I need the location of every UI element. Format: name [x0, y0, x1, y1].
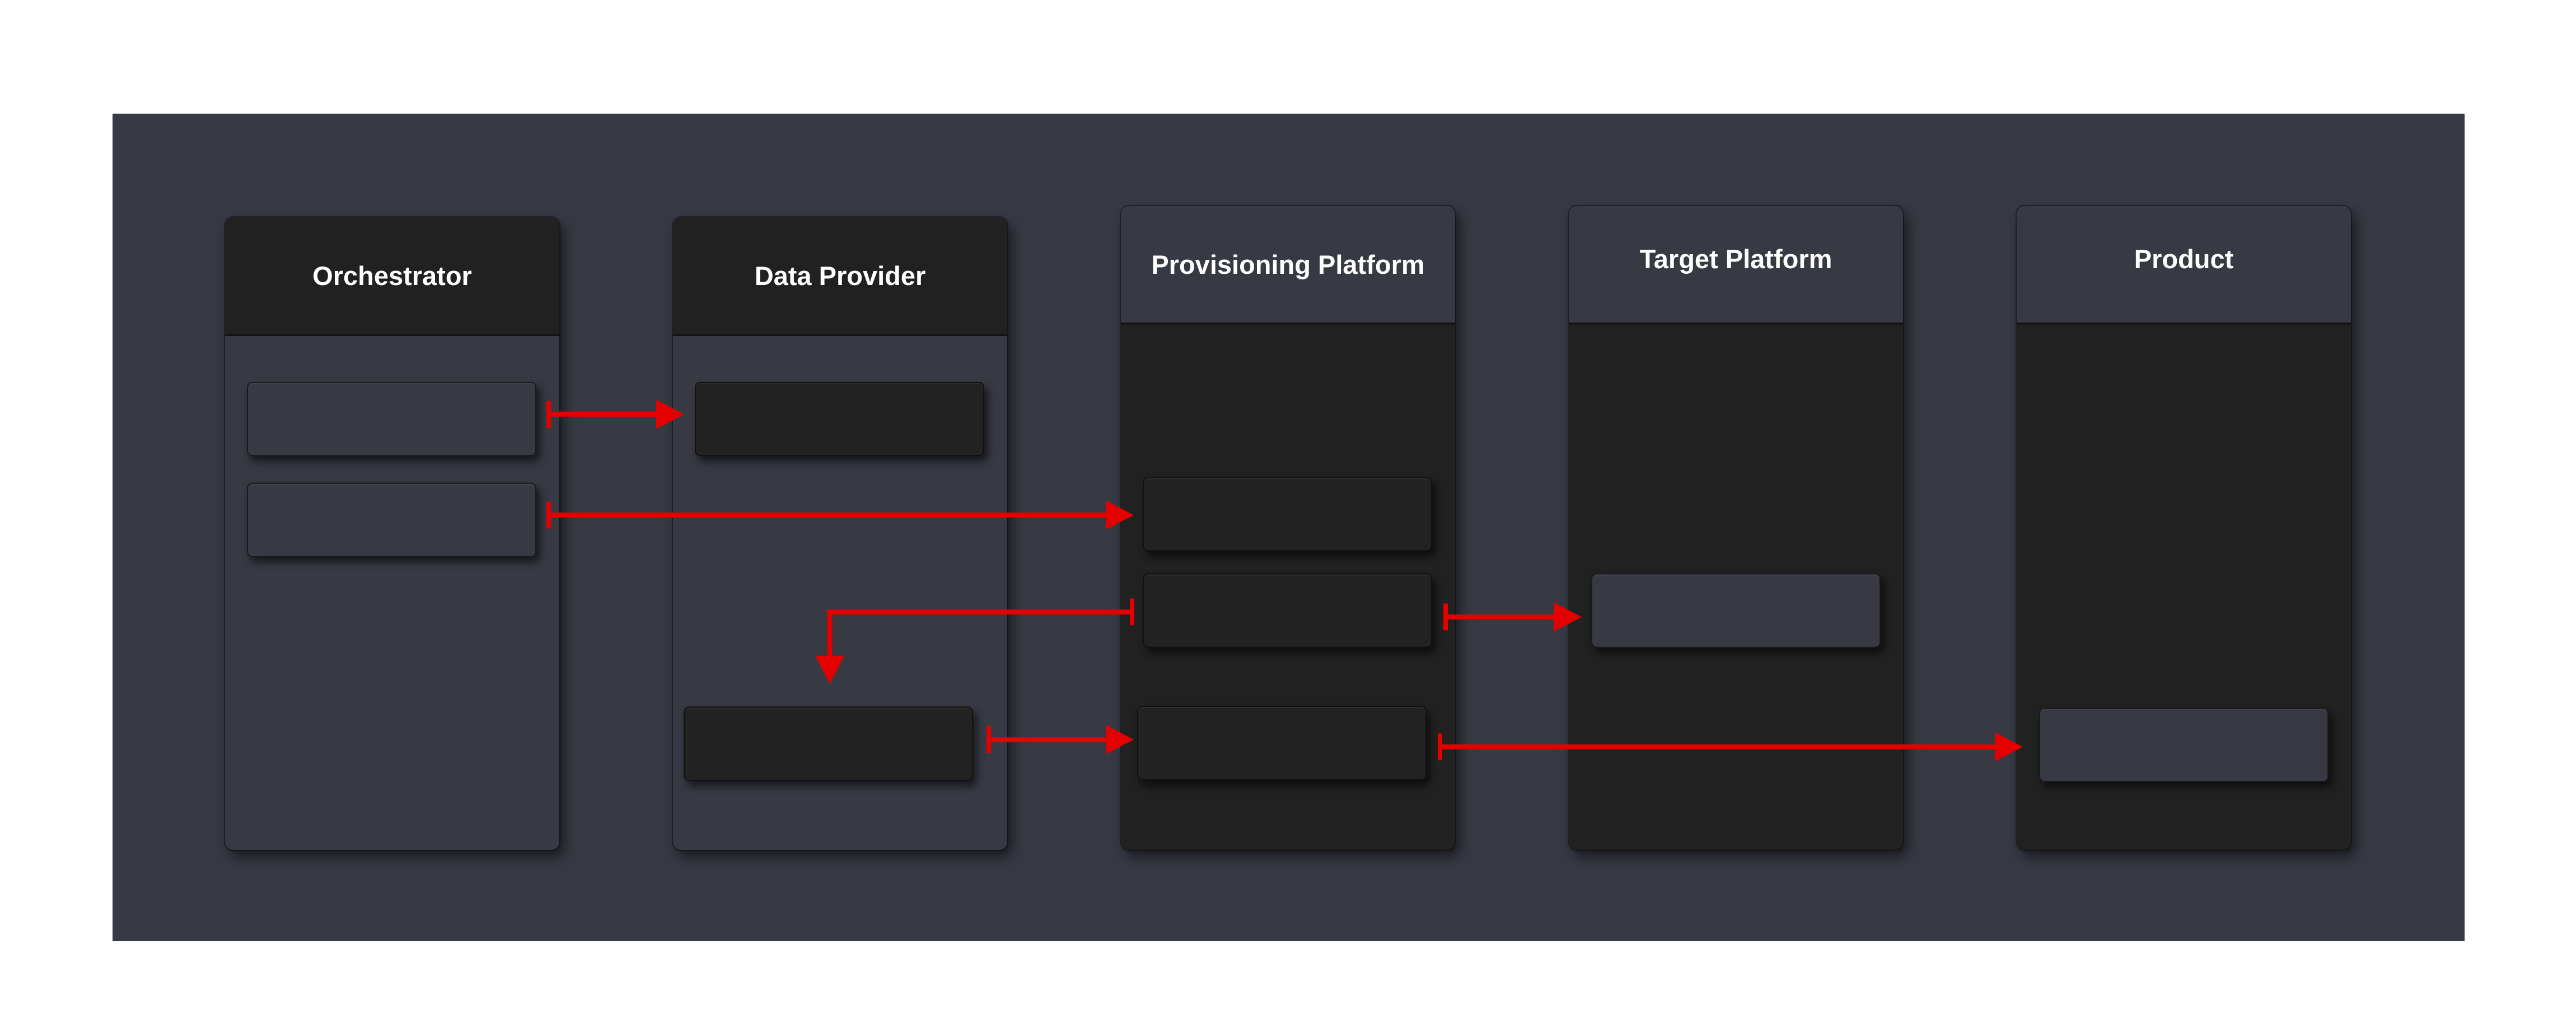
data-provider-step-2[interactable]	[684, 707, 973, 781]
lane-header-target-platform: Target Platform	[1569, 206, 1903, 325]
lane-header-data-provider: Data Provider	[673, 217, 1007, 336]
data-provider-step-1[interactable]	[695, 382, 984, 456]
lane-title-target-platform: Target Platform	[1639, 244, 1832, 274]
orchestrator-step-2[interactable]	[247, 483, 536, 557]
target-platform-step-1[interactable]	[1591, 573, 1881, 648]
lane-title-provisioning-platform: Provisioning Platform	[1151, 249, 1425, 279]
lane-title-orchestrator: Orchestrator	[312, 260, 472, 291]
lane-target-platform: Target Platform	[1569, 206, 1903, 850]
provisioning-step-1[interactable]	[1143, 477, 1432, 551]
provisioning-step-2[interactable]	[1143, 573, 1432, 648]
lane-header-provisioning-platform: Provisioning Platform	[1121, 206, 1455, 325]
lane-header-product: Product	[2017, 206, 2351, 325]
lane-title-product: Product	[2134, 244, 2234, 274]
product-step-1[interactable]	[2039, 708, 2329, 782]
provisioning-step-3[interactable]	[1137, 706, 1427, 780]
lane-header-orchestrator: Orchestrator	[225, 217, 559, 336]
orchestrator-step-1[interactable]	[247, 382, 536, 456]
lane-title-data-provider: Data Provider	[754, 260, 926, 291]
